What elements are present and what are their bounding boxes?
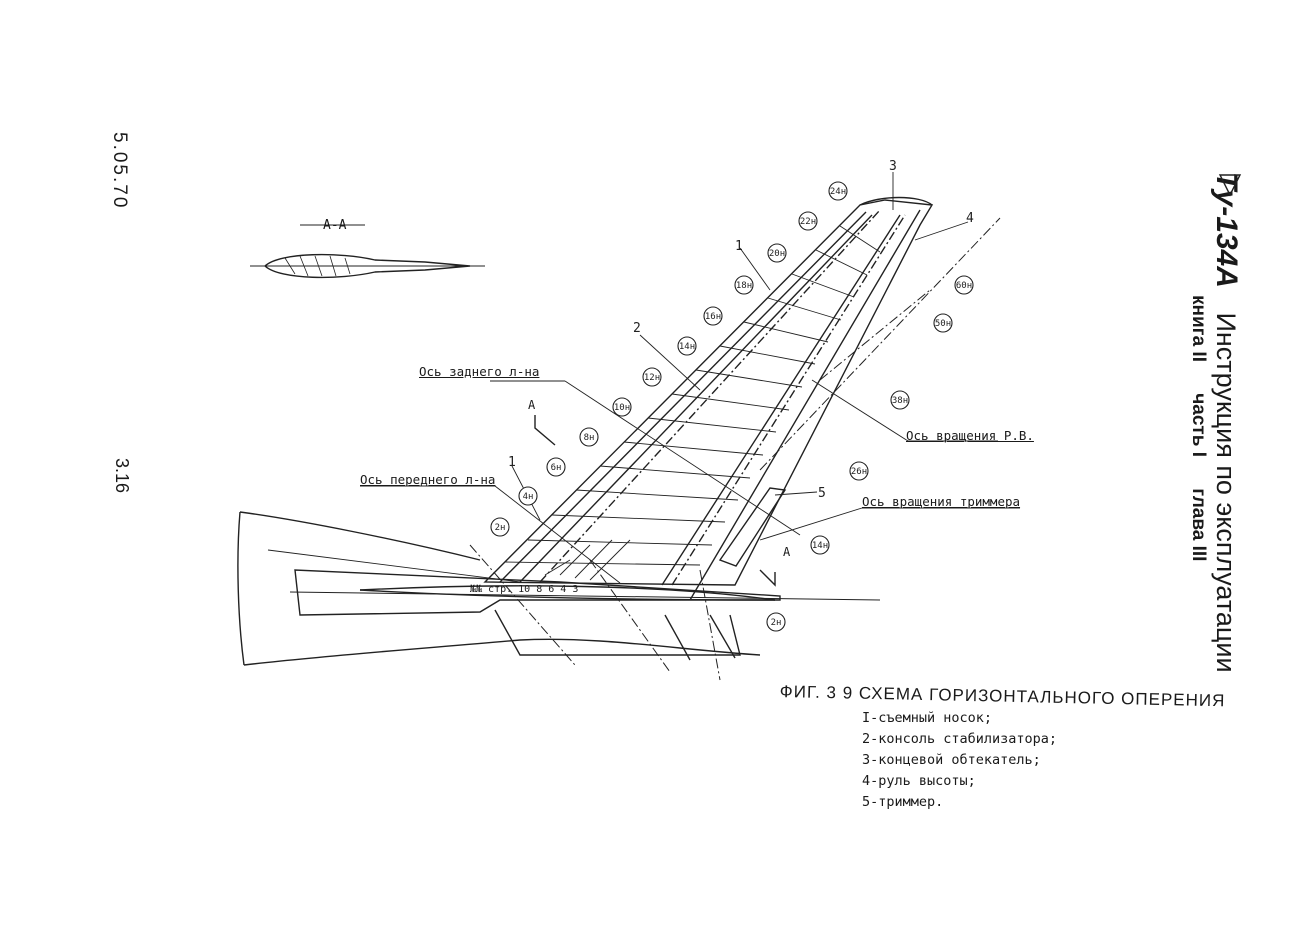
rib-marker: 8н (584, 433, 595, 443)
rib-numbers-label: №№ стр. 10 8 6 4 3 (470, 584, 579, 595)
front-spar-axis-label: Ось переднего л-на (360, 472, 496, 487)
centerline (289, 591, 881, 601)
rib-marker-circles (490, 181, 974, 632)
rib-marker: 18н (736, 281, 752, 291)
section-mark-a-top: А (528, 398, 536, 412)
tip-fairing (859, 196, 933, 206)
legend-item: I-съемный носок; (862, 710, 993, 726)
callout-1-bottom: 1 (508, 455, 516, 470)
rib-marker: 12н (644, 373, 660, 383)
legend-item: 4-руль высоты; (862, 773, 976, 789)
callout-4: 4 (966, 211, 974, 226)
section-mark-a-bottom: А (783, 545, 791, 559)
logo-triangle-icon (1218, 174, 1242, 197)
rib-marker: 50н (935, 319, 951, 329)
rib-marker: 38н (892, 396, 908, 406)
rib-marker: 26н (851, 467, 867, 477)
legend-item: 3-концевой обтекатель; (862, 752, 1041, 768)
rib-marker: 6н (551, 463, 562, 473)
callout-2: 2 (633, 321, 641, 336)
legend-item: 5-триммер. (862, 794, 944, 810)
legend-item: 2-консоль стабилизатора; (862, 731, 1058, 747)
rear-spar-axis-label: Ось заднего л-на (419, 364, 540, 379)
rib-marker: 4н (523, 492, 534, 502)
rib-marker: 14н (679, 342, 695, 352)
callout-1-top: 1 (735, 239, 743, 254)
fairing (294, 569, 781, 616)
rib-marker-labels: 2н 4н 6н 8н 10н 12н 14н 16н 18н 20н 22н … (495, 187, 973, 628)
elevator-axis-label: Ось вращения Р.В. (906, 428, 1034, 443)
rib-marker: 2н (771, 618, 782, 628)
rib-marker: 24н (830, 187, 846, 197)
rib-marker: 14н (812, 541, 828, 551)
fuselage-bottom-edge (243, 638, 761, 666)
fuselage-top-edge (239, 511, 481, 561)
rib-marker: 16н (705, 312, 721, 322)
trimmer-axis-label: Ось вращения триммера (862, 494, 1021, 509)
rib-marker: 10н (614, 403, 630, 413)
elevator-lower (494, 609, 741, 656)
section-aa-label: А-А (323, 218, 347, 233)
rib-marker: 22н (800, 217, 816, 227)
callout-5: 5 (818, 486, 826, 501)
callout-3: 3 (889, 159, 897, 174)
rib-marker: 2н (495, 523, 506, 533)
rib-marker: 20н (769, 249, 785, 259)
legend: I-съемный носок; 2-консоль стабилизатора… (862, 708, 1057, 813)
section-aa-profile (250, 224, 485, 279)
callout-numbers: 1 2 3 4 5 1 (508, 159, 974, 501)
trimmer (718, 487, 787, 567)
rib-marker: 60н (956, 281, 972, 291)
ribs (504, 225, 881, 581)
